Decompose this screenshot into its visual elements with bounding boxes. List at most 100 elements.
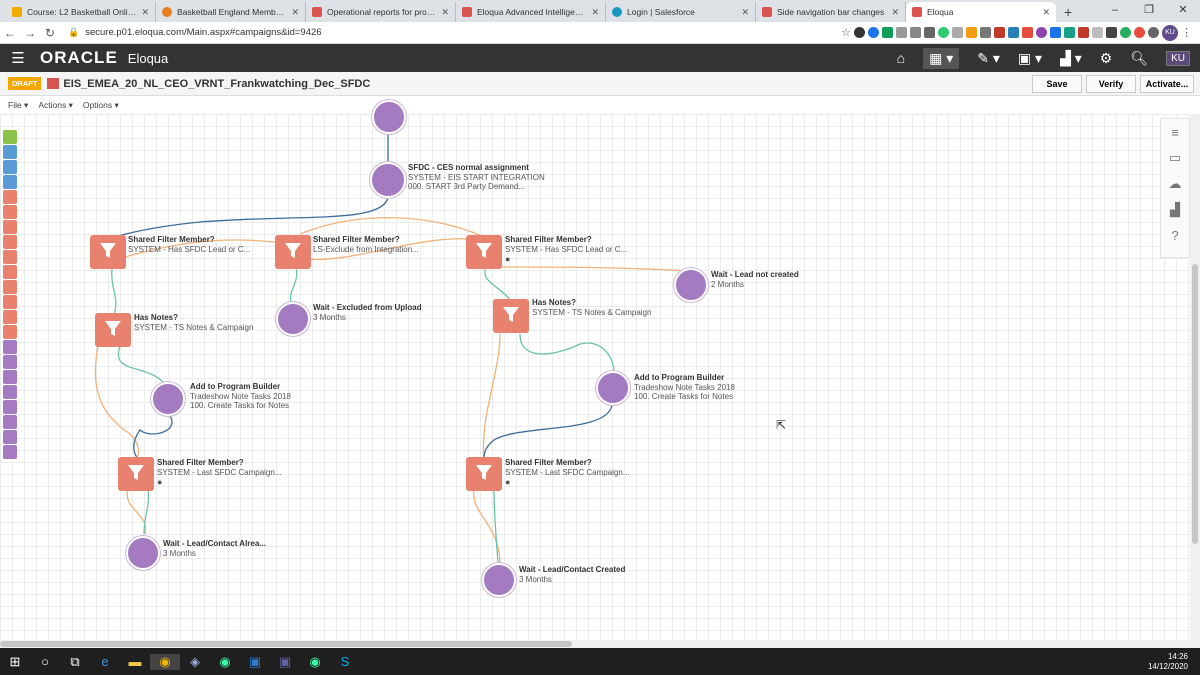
scroll-thumb[interactable] bbox=[1192, 264, 1198, 544]
vertical-scrollbar[interactable] bbox=[1190, 114, 1200, 648]
shared-filter-node[interactable] bbox=[118, 457, 154, 491]
extension-icon[interactable] bbox=[1092, 27, 1103, 38]
close-tab-icon[interactable]: ✕ bbox=[1042, 6, 1050, 17]
close-tab-icon[interactable]: ✕ bbox=[591, 6, 599, 17]
chrome-icon[interactable]: ◉ bbox=[150, 653, 180, 670]
shared-filter-node[interactable] bbox=[466, 235, 502, 269]
shared-filter-node[interactable] bbox=[466, 457, 502, 491]
horizontal-scrollbar[interactable] bbox=[0, 640, 1190, 648]
palette-item-icon[interactable] bbox=[3, 205, 17, 219]
extension-icon[interactable] bbox=[854, 27, 865, 38]
palette-item-icon[interactable] bbox=[3, 400, 17, 414]
palette-item-icon[interactable] bbox=[3, 280, 17, 294]
shared-filter-node[interactable] bbox=[275, 235, 311, 269]
palette-item-icon[interactable] bbox=[3, 160, 17, 174]
activate-button[interactable]: Activate... bbox=[1140, 74, 1194, 93]
wait-node[interactable] bbox=[276, 302, 310, 336]
file-explorer-icon[interactable]: ▬ bbox=[128, 654, 142, 669]
extension-icon[interactable] bbox=[1008, 27, 1019, 38]
palette-item-icon[interactable] bbox=[3, 370, 17, 384]
list-icon[interactable]: ≡ bbox=[1171, 125, 1179, 140]
star-icon[interactable]: ☆ bbox=[841, 27, 851, 39]
close-tab-icon[interactable]: ✕ bbox=[141, 6, 149, 17]
palette-item-icon[interactable] bbox=[3, 175, 17, 189]
extension-icon[interactable] bbox=[1036, 27, 1047, 38]
extension-icon[interactable] bbox=[896, 27, 907, 38]
cloud-icon[interactable]: ☁ bbox=[1168, 176, 1182, 191]
wait-node[interactable] bbox=[482, 563, 516, 597]
extension-icon[interactable] bbox=[1106, 27, 1117, 38]
browser-tab[interactable]: Basketball England Members Ar...✕ bbox=[156, 2, 306, 22]
chart-icon[interactable]: ▟ bbox=[1170, 202, 1180, 217]
extension-icon[interactable] bbox=[1134, 27, 1145, 38]
scroll-thumb[interactable] bbox=[0, 641, 572, 647]
browser-tab[interactable]: Operational reports for program...✕ bbox=[306, 2, 456, 22]
settings-gear-icon[interactable]: ⚙ bbox=[1099, 49, 1113, 66]
outlook-icon[interactable]: ▣ bbox=[248, 653, 262, 669]
campaign-name[interactable]: EIS_EMEA_20_NL_CEO_VRNT_Frankwatching_De… bbox=[63, 77, 371, 90]
edge-icon[interactable]: e bbox=[101, 654, 109, 669]
hamburger-menu-icon[interactable]: ☰ bbox=[11, 50, 25, 67]
program-builder-node[interactable] bbox=[151, 382, 185, 416]
extension-icon[interactable] bbox=[1148, 27, 1159, 38]
profile-avatar[interactable]: KU bbox=[1162, 24, 1178, 41]
edit-menu-icon[interactable]: ✎ ▾ bbox=[977, 49, 1000, 66]
shared-filter-node[interactable] bbox=[90, 235, 126, 269]
file-menu[interactable]: File ▾ bbox=[8, 99, 29, 110]
app-icon[interactable]: ◉ bbox=[219, 653, 231, 669]
extension-icon[interactable] bbox=[994, 27, 1005, 38]
extension-icon[interactable] bbox=[966, 27, 977, 38]
close-tab-icon[interactable]: ✕ bbox=[441, 6, 449, 17]
extension-icon[interactable] bbox=[1120, 27, 1131, 38]
palette-item-icon[interactable] bbox=[3, 340, 17, 354]
extension-icon[interactable] bbox=[924, 27, 935, 38]
palette-item-icon[interactable] bbox=[3, 385, 17, 399]
options-menu[interactable]: Options ▾ bbox=[82, 99, 119, 110]
app-icon[interactable]: ◉ bbox=[309, 653, 321, 669]
palette-item-icon[interactable] bbox=[3, 325, 17, 339]
verify-button[interactable]: Verify bbox=[1086, 74, 1136, 93]
forward-icon[interactable]: → bbox=[24, 25, 36, 40]
more-menu-icon[interactable]: ⋮ bbox=[1181, 27, 1192, 39]
close-tab-icon[interactable]: ✕ bbox=[291, 6, 299, 17]
new-tab-icon[interactable]: + bbox=[1064, 4, 1073, 20]
close-tab-icon[interactable]: ✕ bbox=[891, 6, 899, 17]
extension-icon[interactable] bbox=[980, 27, 991, 38]
search-icon[interactable]: 🔍︎ bbox=[1130, 49, 1149, 66]
palette-item-icon[interactable] bbox=[3, 235, 17, 249]
palette-item-icon[interactable] bbox=[3, 430, 17, 444]
browser-tab-active[interactable]: Eloqua✕ bbox=[906, 2, 1056, 22]
cloud-action-node[interactable] bbox=[370, 162, 406, 198]
teams-icon[interactable]: ▣ bbox=[278, 653, 292, 669]
palette-item-icon[interactable] bbox=[3, 265, 17, 279]
comment-icon[interactable]: ▭ bbox=[1168, 150, 1182, 165]
palette-item-icon[interactable] bbox=[3, 415, 17, 429]
palette-item-icon[interactable] bbox=[3, 445, 17, 459]
palette-item-icon[interactable] bbox=[3, 220, 17, 234]
task-view-icon[interactable]: ⧉ bbox=[70, 653, 80, 669]
help-icon[interactable]: ? bbox=[1171, 228, 1179, 243]
extension-icon[interactable] bbox=[938, 27, 949, 38]
close-tab-icon[interactable]: ✕ bbox=[741, 6, 749, 17]
palette-item-icon[interactable] bbox=[3, 295, 17, 309]
extension-icon[interactable] bbox=[868, 27, 879, 38]
user-avatar[interactable]: KU bbox=[1166, 50, 1190, 66]
browser-tab[interactable]: Eloqua Advanced Intelligence Cl...✕ bbox=[456, 2, 606, 22]
has-notes-filter-node[interactable] bbox=[95, 313, 131, 347]
back-icon[interactable]: ← bbox=[4, 25, 16, 40]
search-icon[interactable]: ○ bbox=[41, 654, 49, 669]
app-icon[interactable]: ◈ bbox=[190, 653, 200, 669]
wait-node[interactable] bbox=[126, 536, 160, 570]
windows-start-icon[interactable]: ⊞ bbox=[9, 653, 21, 669]
extension-icon[interactable] bbox=[1064, 27, 1075, 38]
minimize-icon[interactable]: – bbox=[1111, 4, 1119, 16]
palette-item-icon[interactable] bbox=[3, 250, 17, 264]
extension-icon[interactable] bbox=[910, 27, 921, 38]
skype-icon[interactable]: S bbox=[340, 654, 350, 669]
palette-item-icon[interactable] bbox=[3, 310, 17, 324]
close-window-icon[interactable]: ✕ bbox=[1178, 4, 1188, 16]
has-notes-filter-node[interactable] bbox=[493, 299, 529, 333]
system-clock[interactable]: 14:26 14/12/2020 bbox=[1148, 652, 1200, 672]
browser-tab[interactable]: Course: L2 Basketball Online Co...✕ bbox=[6, 2, 156, 22]
home-icon[interactable]: ⌂ bbox=[896, 50, 906, 66]
